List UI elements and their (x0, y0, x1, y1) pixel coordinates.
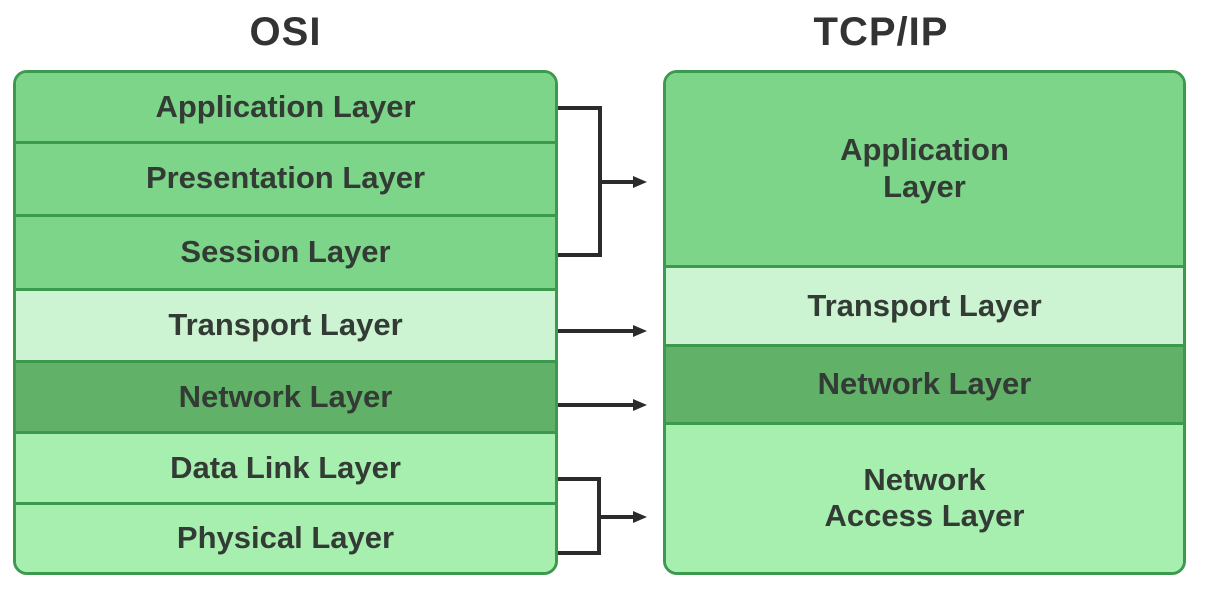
osi-layer-session: Session Layer (16, 213, 555, 288)
bracket-upper-osi-group (558, 106, 602, 257)
osi-layer-network: Network Layer (16, 359, 555, 432)
tcpip-stack: Application Layer Transport Layer Networ… (663, 70, 1186, 575)
tcpip-layer-application: Application Layer (666, 73, 1183, 266)
tcpip-layer-network-access: Network Access Layer (666, 421, 1183, 572)
osi-layer-physical: Physical Layer (16, 502, 555, 572)
bracket-lower-osi-group (558, 477, 601, 555)
osi-layer-application: Application Layer (16, 73, 555, 141)
osi-layer-presentation: Presentation Layer (16, 140, 555, 214)
tcpip-application-line1: Application (840, 132, 1009, 168)
tcpip-column-title: TCP/IP (813, 9, 949, 54)
osi-column-title: OSI (249, 9, 322, 54)
osi-stack: Application Layer Presentation Layer Ses… (13, 70, 558, 575)
tcpip-application-line2: Layer (883, 169, 966, 205)
tcpip-layer-transport: Transport Layer (666, 265, 1183, 344)
tcpip-layer-network: Network Layer (666, 343, 1183, 422)
osi-layer-transport: Transport Layer (16, 287, 555, 360)
tcpip-network-access-line1: Network (863, 461, 986, 497)
osi-layer-datalink: Data Link Layer (16, 431, 555, 503)
tcpip-network-access-line2: Access Layer (824, 498, 1025, 534)
